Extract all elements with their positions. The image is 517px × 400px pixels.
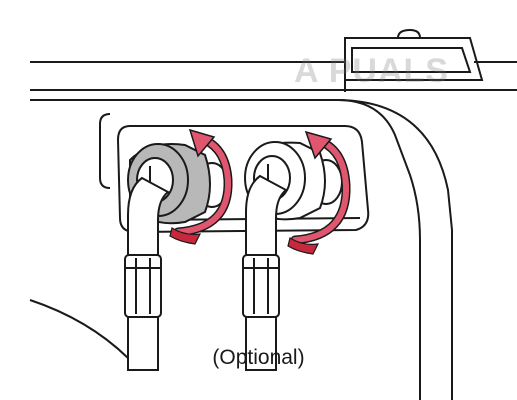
left-hose [124,176,170,371]
handle-slot [344,28,484,92]
right-hose [242,174,288,371]
optional-caption: (Optional) [212,346,305,369]
machine-panel-lines [29,61,517,400]
right-rotation-arrow [287,130,351,255]
watermark-logo: A PUALS [294,52,449,90]
left-rotation-arrow [169,128,233,245]
